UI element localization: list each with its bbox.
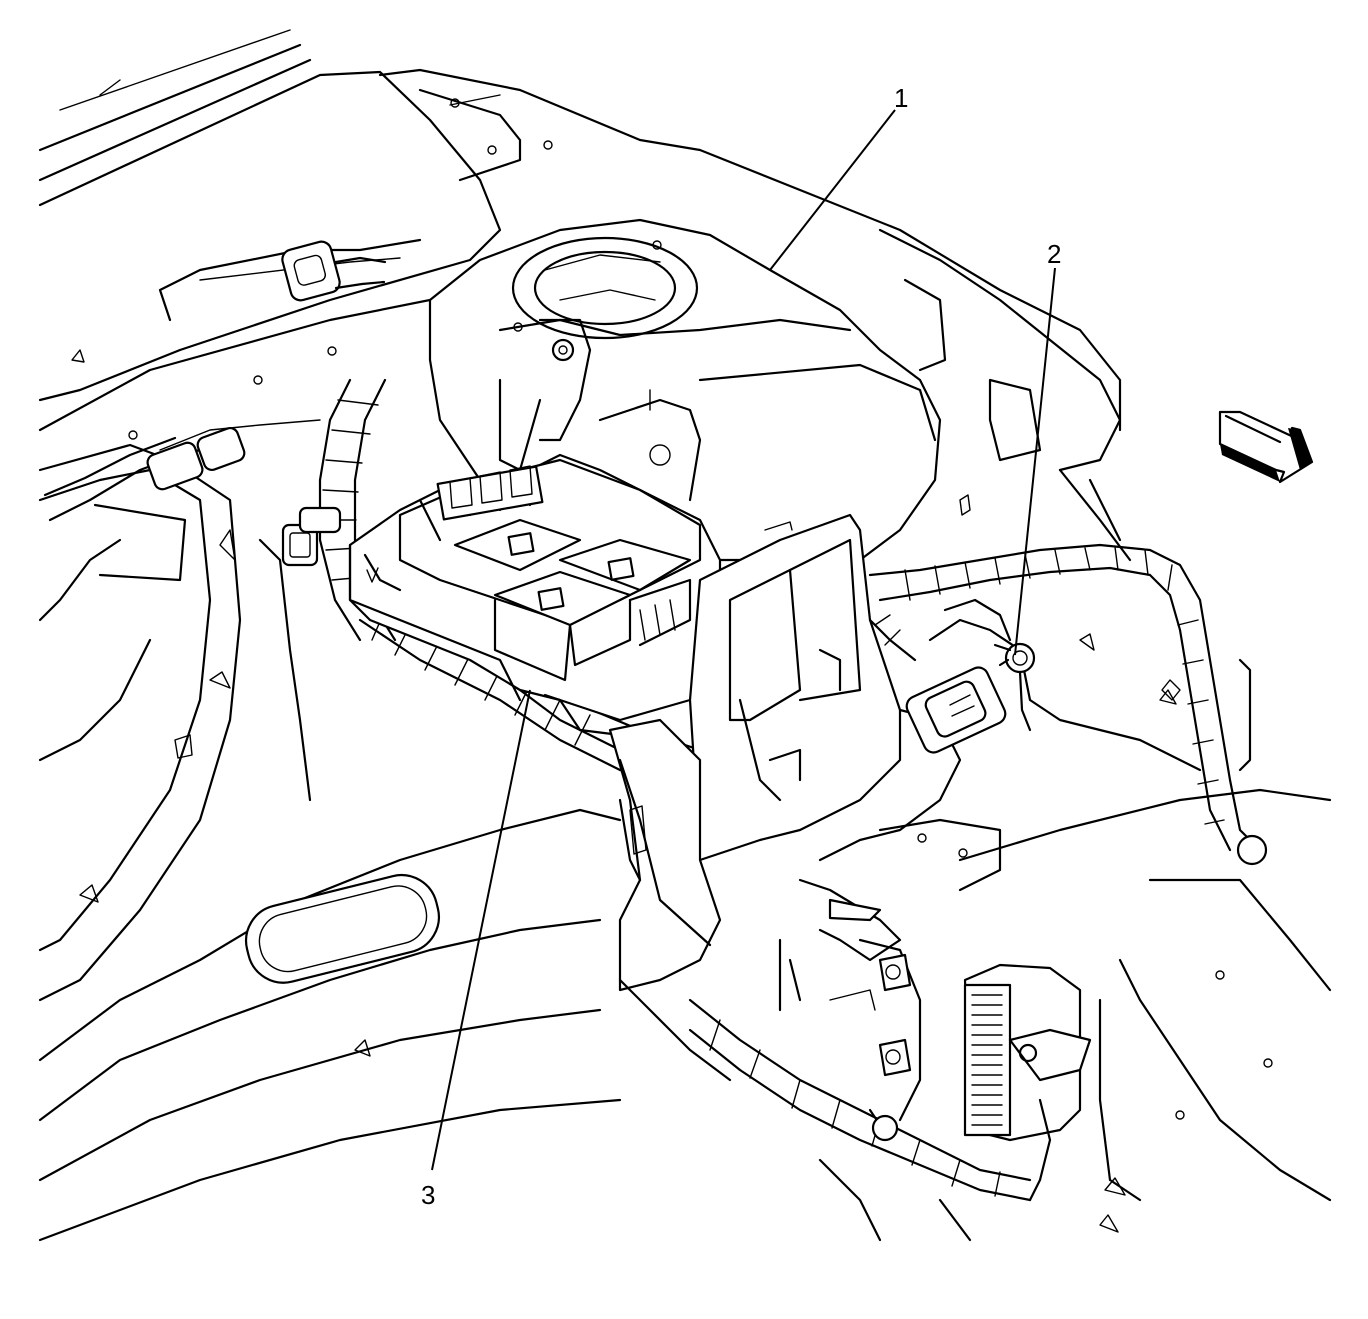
left-frame-structure xyxy=(38,443,312,1002)
right-wiring-harness xyxy=(868,543,1268,866)
leader-line-3 xyxy=(431,689,531,1171)
leader-line-1 xyxy=(769,109,896,271)
left-small-connectors xyxy=(146,426,342,567)
ground-bolt-item-2 xyxy=(993,642,1036,732)
fuse-relay-block xyxy=(348,453,722,762)
lower-crossmember xyxy=(38,808,622,1242)
lower-harness xyxy=(688,998,1052,1202)
lower-frame-rail xyxy=(618,878,972,1242)
leader-line-2 xyxy=(1014,267,1056,656)
upper-harness-connector xyxy=(281,240,387,302)
callout-1: 1 xyxy=(894,83,908,113)
mounting-bracket xyxy=(608,513,1002,992)
upper-left-body-panel xyxy=(38,29,1122,440)
front-arrow-icon xyxy=(1218,410,1314,484)
control-module xyxy=(963,963,1092,1142)
right-body-panels xyxy=(878,228,1332,1233)
callout-3: 3 xyxy=(421,1180,435,1210)
callout-2: 2 xyxy=(1047,239,1061,269)
right-harness-connector xyxy=(905,666,1007,754)
